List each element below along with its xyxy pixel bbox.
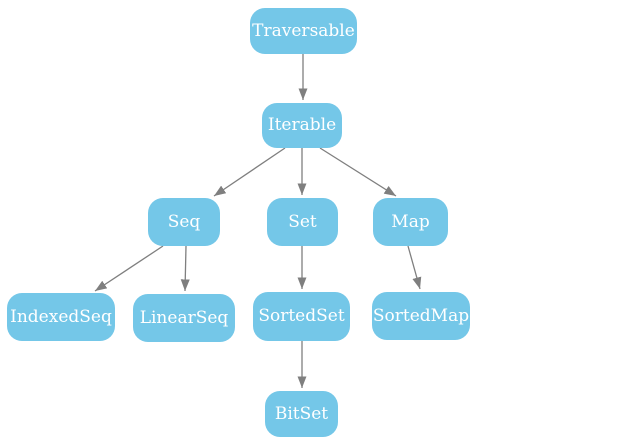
edge-iterable-map: [319, 147, 397, 197]
edge-iterable-seq: [213, 147, 286, 197]
node-sortedmap: SortedMap: [372, 292, 470, 340]
node-linearseq: LinearSeq: [133, 294, 235, 342]
edge-seq-linearseq: [180, 245, 190, 292]
node-label: LinearSeq: [139, 307, 229, 328]
node-label: SortedSet: [258, 306, 345, 326]
node-label: Set: [288, 211, 317, 232]
node-sortedset: SortedSet: [253, 292, 350, 341]
node-label: Traversable: [252, 20, 355, 41]
edge-map-sortedmap: [407, 245, 422, 290]
node-label: IndexedSeq: [10, 306, 112, 327]
node-label: SortedMap: [372, 305, 470, 326]
node-label: Seq: [167, 211, 201, 232]
node-label: BitSet: [274, 403, 329, 424]
node-label: Map: [391, 211, 430, 232]
node-traversable: Traversable: [250, 8, 357, 54]
node-label: Iterable: [267, 115, 337, 135]
node-iterable: Iterable: [262, 103, 342, 148]
edge-seq-indexedseq: [94, 245, 164, 292]
node-seq: Seq: [148, 198, 220, 246]
node-indexedseq: IndexedSeq: [7, 293, 115, 341]
node-bitset: BitSet: [265, 391, 338, 437]
node-map: Map: [373, 198, 448, 246]
node-set: Set: [267, 198, 338, 246]
